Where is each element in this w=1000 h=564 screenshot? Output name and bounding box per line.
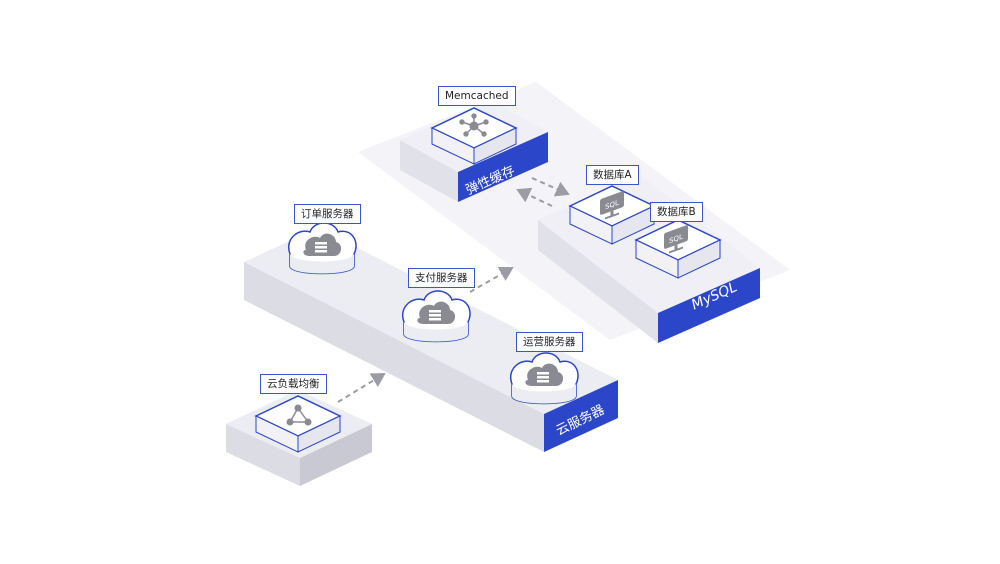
network-hub-icon: [459, 113, 489, 137]
ops-server-node: [509, 352, 579, 405]
db-b-label: 数据库B: [650, 202, 703, 222]
cache-to-mysql-arrow: [531, 177, 570, 197]
load-balancer-icon: [286, 404, 312, 426]
db-b-node: SQL: [634, 219, 722, 279]
order-server-label: 订单服务器: [294, 204, 361, 224]
ops-server-label: 运营服务器: [516, 332, 583, 352]
slb-node: [254, 395, 342, 453]
slb-to-ecs-arrow: [337, 372, 386, 403]
sql-database-icon: SQL: [664, 225, 688, 254]
cloud-server-icon: [525, 363, 564, 386]
db-a-label: 数据库A: [586, 165, 639, 185]
payment-server-node: [401, 290, 471, 343]
cloud-server-icon: [303, 233, 342, 256]
sql-database-icon: SQL: [600, 191, 624, 220]
order-server-node: [287, 222, 357, 275]
cloud-server-icon: [417, 301, 456, 324]
slb-label: 云负载均衡: [260, 374, 327, 394]
payment-server-label: 支付服务器: [408, 268, 475, 288]
memcached-label: Memcached: [438, 86, 516, 106]
ecs-to-mysql-arrow: [469, 267, 514, 293]
mysql-to-cache-arrow: [516, 187, 553, 207]
memcached-node: [430, 107, 518, 165]
